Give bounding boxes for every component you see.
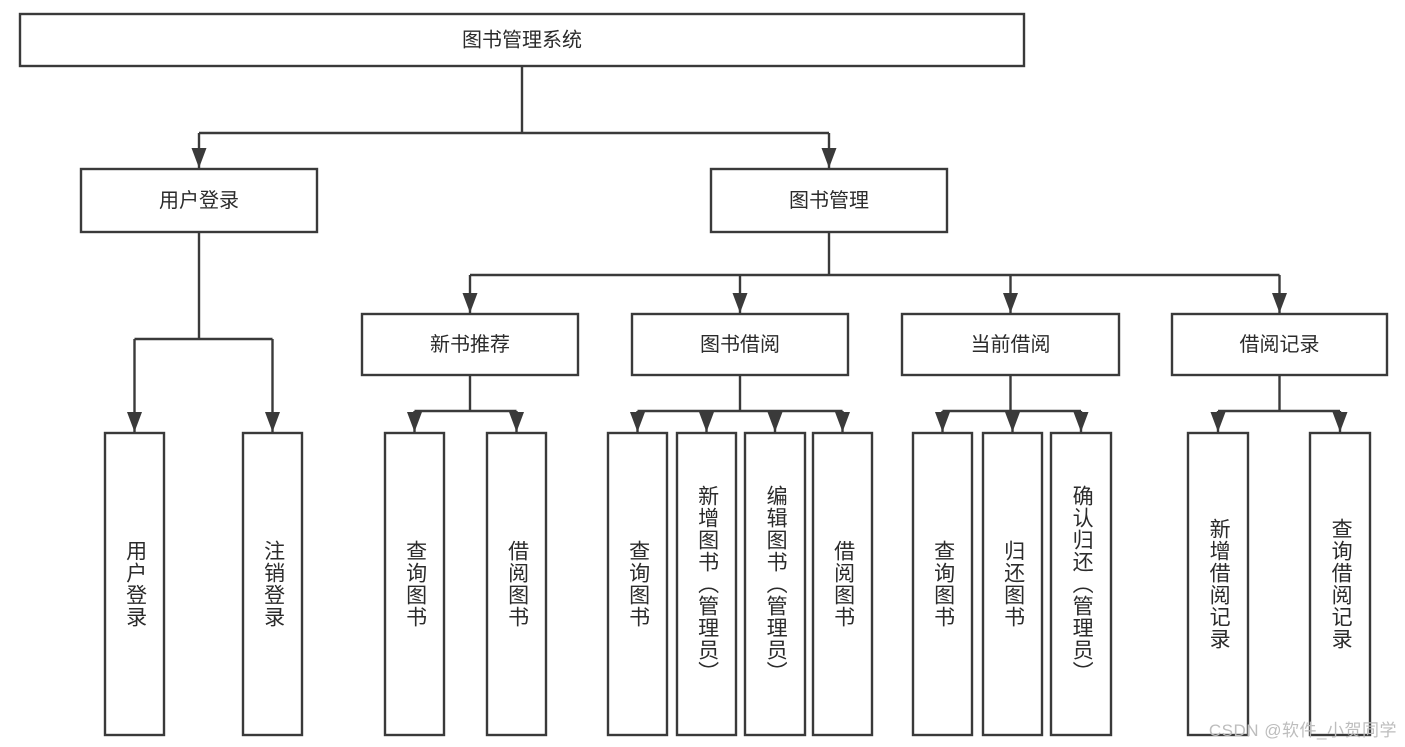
leaf-box-12[interactable] — [1308, 431, 1372, 737]
leaf-box-11[interactable] — [1186, 431, 1250, 737]
leaf-box-3[interactable] — [485, 431, 548, 737]
leaf-box-2[interactable] — [383, 431, 446, 737]
leaf-box-7[interactable] — [811, 431, 874, 737]
arrowhead-icon-level2-0-to-leaf-0 — [127, 412, 142, 432]
node-label-level3-3: 借阅记录 — [1240, 333, 1320, 356]
node-box-level2-0[interactable] — [79, 167, 319, 234]
connector-layer — [127, 66, 1348, 432]
arrowhead-icon-to-level3-1 — [732, 293, 748, 313]
node-box-root[interactable] — [18, 12, 1026, 68]
box-layer — [18, 12, 1389, 737]
arrowhead-icon-root-to-level2-0 — [191, 148, 207, 168]
arrowhead-icon-level3-1-to-leaf-1 — [699, 412, 714, 432]
leaf-box-1[interactable] — [241, 431, 304, 737]
leaf-box-5[interactable] — [675, 431, 738, 737]
arrowhead-icon-level3-1-to-leaf-2 — [767, 412, 783, 432]
arrowhead-icon-level3-0-to-leaf-0 — [407, 412, 422, 432]
arrowhead-icon-level3-1-to-leaf-0 — [630, 412, 645, 432]
leaf-box-8[interactable] — [911, 431, 974, 737]
arrowhead-icon-root-to-level2-1 — [821, 148, 837, 168]
node-box-level3-1[interactable] — [630, 312, 850, 377]
node-box-level3-2[interactable] — [900, 312, 1121, 377]
arrowhead-icon-level2-0-to-leaf-1 — [265, 412, 280, 432]
arrowhead-icon-to-level3-0 — [462, 293, 478, 313]
node-box-level2-1[interactable] — [709, 167, 949, 234]
arrowhead-icon-to-level3-2 — [1003, 293, 1018, 313]
node-box-level3-3[interactable] — [1170, 312, 1389, 377]
arrowhead-icon-level3-0-to-leaf-1 — [509, 412, 524, 432]
leaf-box-6[interactable] — [743, 431, 807, 737]
watermark-text: CSDN @软件_小贺同学 — [1208, 721, 1397, 740]
arrowhead-icon-level3-3-to-leaf-0 — [1210, 412, 1226, 432]
node-label-root: 图书管理系统 — [462, 28, 582, 51]
node-label-level3-2: 当前借阅 — [971, 333, 1051, 356]
arrowhead-icon-level3-2-to-leaf-0 — [935, 412, 950, 432]
arrowhead-icon-level3-3-to-leaf-1 — [1332, 412, 1348, 432]
node-label-level2-1: 图书管理 — [789, 189, 869, 212]
leaf-box-4[interactable] — [606, 431, 669, 737]
node-box-level3-0[interactable] — [360, 312, 580, 377]
leaf-box-10[interactable] — [1049, 431, 1113, 737]
node-label-level2-0: 用户登录 — [159, 189, 239, 212]
leaf-box-0[interactable] — [103, 431, 166, 737]
node-label-level3-0: 新书推荐 — [430, 333, 510, 356]
arrowhead-icon-level3-2-to-leaf-2 — [1073, 412, 1089, 432]
arrowhead-icon-level3-1-to-leaf-3 — [835, 412, 850, 432]
node-label-level3-1: 图书借阅 — [700, 333, 780, 356]
leaf-box-9[interactable] — [981, 431, 1044, 737]
arrowhead-icon-to-level3-3 — [1272, 293, 1287, 313]
arrowhead-icon-level3-2-to-leaf-1 — [1005, 412, 1020, 432]
